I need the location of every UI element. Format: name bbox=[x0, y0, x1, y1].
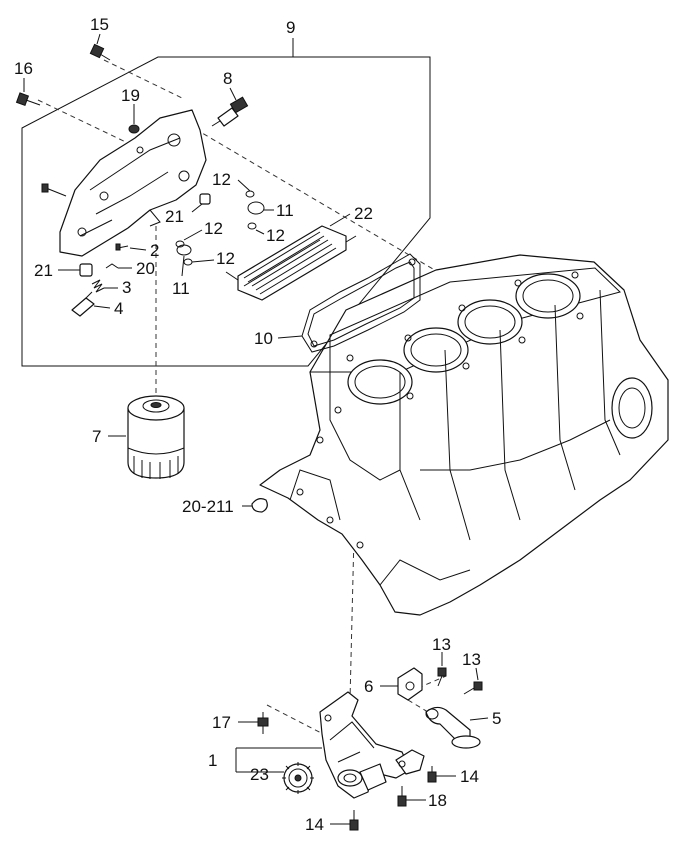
oil-strainer-pipe-5 bbox=[425, 706, 481, 749]
callout-1: 1 bbox=[208, 751, 217, 770]
leader-11b bbox=[181, 255, 185, 277]
callout-9: 9 bbox=[286, 18, 295, 37]
callout-12d: 12 bbox=[216, 249, 235, 268]
callout-4: 4 bbox=[114, 299, 123, 318]
callout-20: 20 bbox=[136, 259, 155, 278]
callout-14a: 14 bbox=[460, 767, 479, 786]
callout-12b: 12 bbox=[266, 226, 285, 245]
bolt-14b bbox=[349, 810, 359, 831]
plug-19 bbox=[128, 124, 140, 134]
alignment-line-main bbox=[179, 119, 473, 293]
callout-5: 5 bbox=[492, 709, 501, 728]
gasket-10 bbox=[301, 253, 421, 353]
pump-gear-23 bbox=[282, 762, 314, 794]
plug-20-211 bbox=[251, 498, 268, 513]
oil-pressure-sensor-8 bbox=[211, 96, 249, 127]
leader-10 bbox=[277, 335, 303, 339]
pin-2 bbox=[115, 243, 129, 251]
plug-21-upper bbox=[199, 193, 211, 205]
oil-filter-housing bbox=[59, 109, 207, 257]
callout-3: 3 bbox=[122, 278, 131, 297]
bolt-16 bbox=[15, 92, 41, 107]
oil-pump-1 bbox=[319, 691, 425, 799]
alignment-line-pump bbox=[349, 534, 355, 701]
callout-18: 18 bbox=[428, 791, 447, 810]
spring-3 bbox=[91, 279, 105, 293]
callout-6: 6 bbox=[364, 677, 373, 696]
callout-12a: 12 bbox=[212, 170, 231, 189]
bracket-6 bbox=[397, 667, 423, 701]
alignment-line-17 bbox=[266, 704, 326, 736]
o-ring-set-upper bbox=[245, 190, 265, 230]
callout-16: 16 bbox=[14, 59, 33, 78]
valve-4 bbox=[71, 291, 95, 317]
leader-12b bbox=[255, 229, 265, 235]
oil-cooler-22 bbox=[225, 225, 357, 301]
callout-15: 15 bbox=[90, 15, 109, 34]
callout-10: 10 bbox=[254, 329, 273, 348]
bolt-18 bbox=[397, 786, 407, 807]
callout-7: 7 bbox=[92, 427, 101, 446]
leader-21a bbox=[191, 203, 203, 213]
bolt-13a bbox=[437, 667, 447, 687]
callout-21a: 21 bbox=[165, 207, 184, 226]
callout-23: 23 bbox=[250, 765, 269, 784]
callout-12c: 12 bbox=[204, 219, 223, 238]
plug-21-lower bbox=[79, 263, 93, 277]
leader-4 bbox=[93, 305, 111, 309]
leader-8 bbox=[229, 87, 237, 101]
bolt-17 bbox=[257, 712, 269, 734]
callout-8: 8 bbox=[223, 69, 232, 88]
oil-cooler-assembly-frame bbox=[21, 56, 431, 367]
leader-2 bbox=[129, 247, 147, 251]
alignment-line-15 bbox=[103, 59, 183, 99]
callout-17: 17 bbox=[212, 713, 231, 732]
callout-11b: 11 bbox=[172, 279, 190, 298]
callout-20-211: 20-211 bbox=[182, 497, 234, 516]
callout-2: 2 bbox=[150, 241, 159, 260]
leader-13b bbox=[475, 667, 479, 681]
callout-13b: 13 bbox=[462, 650, 481, 669]
housing-bolt bbox=[41, 183, 67, 197]
callout-22: 22 bbox=[354, 204, 373, 223]
leader-22 bbox=[329, 213, 351, 227]
bolt-13b bbox=[463, 681, 483, 695]
bolt-15 bbox=[89, 43, 111, 61]
o-ring-set-lower bbox=[175, 240, 193, 266]
callout-13a: 13 bbox=[432, 635, 451, 654]
callout-19: 19 bbox=[121, 86, 140, 105]
cylinder-block bbox=[259, 254, 669, 616]
callout-14b: 14 bbox=[305, 815, 324, 834]
leader-12c bbox=[183, 229, 203, 241]
callout-11a: 11 bbox=[276, 201, 294, 220]
callout-21b: 21 bbox=[34, 261, 53, 280]
leader-15 bbox=[96, 33, 101, 45]
spring-pin-20 bbox=[105, 263, 119, 269]
alignment-line-5 bbox=[407, 699, 429, 713]
bolt-14a bbox=[427, 766, 437, 783]
leader-12d bbox=[191, 259, 215, 263]
leader-12a bbox=[237, 179, 251, 192]
leader-5 bbox=[469, 717, 489, 721]
oil-filter-7 bbox=[127, 395, 185, 479]
